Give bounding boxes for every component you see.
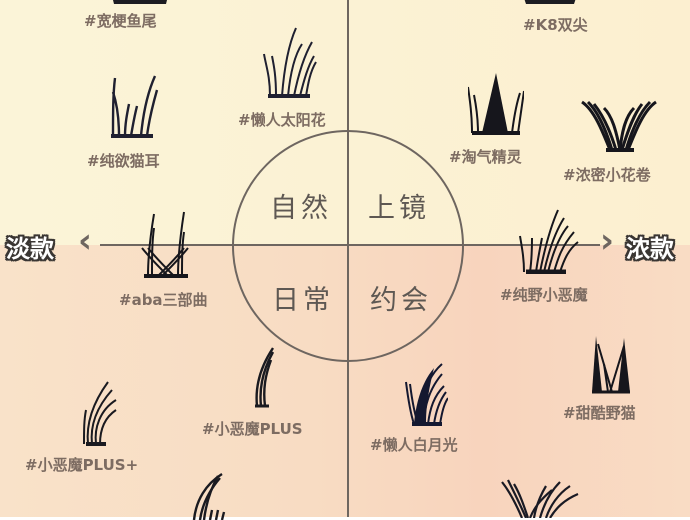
lash-icon-little-devil-plus	[251, 346, 275, 408]
tag-lazy-sunflower: #懒人太阳花	[238, 111, 326, 129]
tag-naughty-elf: #淘气精灵	[449, 148, 522, 166]
chevron-left-icon: ‹	[78, 221, 93, 261]
lash-icon-bottom-right-partial	[500, 478, 584, 518]
lash-icon-naughty-elf	[468, 71, 524, 135]
lash-icon-bottom-left-partial	[190, 470, 232, 520]
tag-k8-double-tip: #K8双尖	[523, 16, 588, 34]
lash-icon-k8-double-tip	[520, 0, 580, 6]
tag-wide-fishtail: #宽梗鱼尾	[84, 12, 157, 30]
tag-pure-cat-ear: #纯欲猫耳	[87, 152, 160, 170]
quadrant-label-natural: 自然	[270, 193, 332, 224]
lash-icon-wide-fishtail	[110, 0, 170, 6]
lash-icon-sweet-cool-wildcat	[590, 334, 632, 394]
tag-wild-little-devil: #纯野小恶魔	[500, 286, 588, 304]
tag-dense-flower-curl: #浓密小花卷	[563, 166, 651, 184]
vertical-axis	[347, 0, 349, 517]
lash-icon-dense-flower-curl	[580, 100, 658, 152]
tag-little-devil-plus: #小恶魔PLUS	[202, 420, 303, 438]
lash-icon-wild-little-devil	[518, 208, 582, 274]
quadrant-label-photogenic: 上镜	[368, 193, 430, 224]
lash-icon-little-devil-plus-plus	[82, 380, 118, 446]
horizontal-axis	[100, 244, 600, 246]
axis-left-label: 淡款	[6, 235, 54, 263]
lash-icon-aba-trilogy	[138, 208, 194, 278]
quadrant-label-date: 约会	[370, 285, 432, 316]
tag-little-devil-plus-plus: #小恶魔PLUS+	[25, 456, 139, 474]
tag-aba-trilogy: #aba三部曲	[119, 291, 208, 309]
tag-lazy-moonlight: #懒人白月光	[370, 436, 458, 454]
quadrant-label-daily: 日常	[272, 285, 334, 316]
tag-sweet-cool-wildcat: #甜酷野猫	[563, 404, 636, 422]
axis-right-label: 浓款	[626, 235, 674, 263]
lash-icon-lazy-sunflower	[262, 26, 318, 100]
lash-icon-pure-cat-ear	[107, 74, 163, 140]
chevron-right-icon: ›	[600, 221, 615, 261]
lash-icon-lazy-moonlight	[404, 362, 448, 426]
